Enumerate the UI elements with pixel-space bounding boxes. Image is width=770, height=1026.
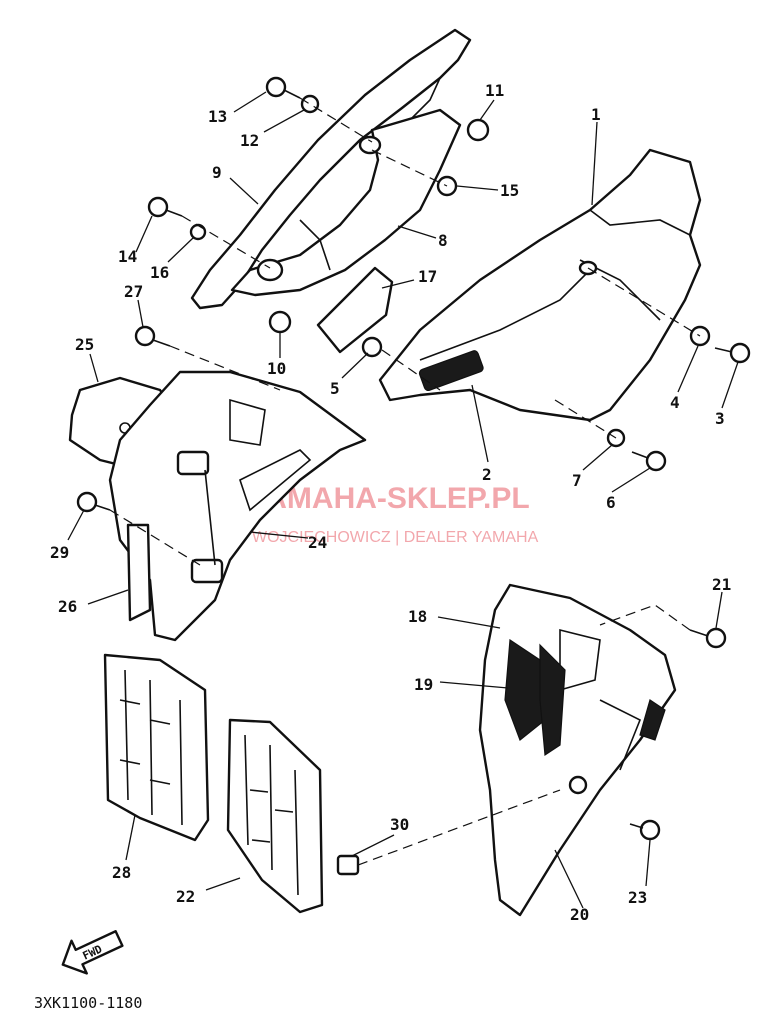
bolt-13: [265, 76, 301, 99]
callout-5: 5: [330, 379, 340, 398]
callout-8: 8: [438, 231, 448, 250]
callout-13: 13: [208, 107, 227, 126]
bolt-6: [631, 450, 667, 472]
watermark: YAMAHA-SKLEP.PL WOJCIECHOWICZ | DEALER Y…: [147, 467, 539, 557]
watermark-tagline: WOJCIECHOWICZ | DEALER YAMAHA: [252, 529, 539, 546]
callout-15: 15: [500, 181, 519, 200]
side-cover-upper: [190, 28, 472, 310]
callout-18: 18: [408, 607, 427, 626]
callout-29: 29: [50, 543, 69, 562]
shroud-graphic: [504, 638, 566, 757]
callout-1: 1: [591, 105, 601, 124]
forward-arrow-icon: FWD: [61, 930, 124, 975]
callout-14: 14: [118, 247, 137, 266]
fasteners: [76, 76, 751, 876]
side-cover-emblem: [418, 350, 484, 392]
bolt-14: [147, 196, 183, 218]
grommet-5: [361, 336, 383, 358]
callout-6: 6: [606, 493, 616, 512]
callout-11: 11: [485, 81, 504, 100]
callout-22: 22: [176, 887, 195, 906]
callout-28: 28: [112, 863, 131, 882]
leader-lines: [67, 91, 739, 909]
watermark-brand: YAMAHA-SKLEP.PL: [248, 482, 530, 515]
callout-21: 21: [712, 575, 731, 594]
callout-30: 30: [390, 815, 409, 834]
radiator-shroud-left: [108, 370, 367, 642]
callout-17: 17: [418, 267, 437, 286]
bolt-29: [76, 491, 111, 513]
clip-30: [336, 854, 360, 876]
callout-12: 12: [240, 131, 259, 150]
callout-27: 27: [124, 282, 143, 301]
callout-9: 9: [212, 163, 222, 182]
callout-25: 25: [75, 335, 94, 354]
callout-7: 7: [572, 471, 582, 490]
assembly-lines: [109, 97, 701, 866]
bolt-27: [134, 325, 171, 347]
callout-4: 4: [670, 393, 680, 412]
decal-plate: [316, 266, 394, 354]
bolt-3: [714, 342, 751, 364]
bolt-21: [689, 627, 727, 649]
callout-20: 20: [570, 905, 589, 924]
callout-2: 2: [482, 465, 492, 484]
callout-23: 23: [628, 888, 647, 907]
callout-numbers: 1 2 3 4 5 6 7 8 9 10 11 12 13 14 15 16 1…: [50, 81, 731, 924]
radiator-guard-left: [103, 653, 210, 842]
callout-26: 26: [58, 597, 77, 616]
radiator-guard-right: [226, 718, 324, 914]
grommet-11: [466, 118, 490, 142]
callout-10: 10: [267, 359, 286, 378]
diagram-code: 3XK1100-1180: [34, 994, 142, 1012]
radiator-shroud-right: [478, 583, 677, 917]
grommet-10: [268, 310, 292, 334]
collar-16: [189, 223, 207, 241]
callout-24: 24: [308, 533, 327, 552]
collar-12: [300, 94, 320, 114]
side-cover-right: [378, 148, 702, 422]
callout-19: 19: [414, 675, 433, 694]
bolt-23: [629, 819, 661, 841]
callout-16: 16: [150, 263, 169, 282]
callout-3: 3: [715, 409, 725, 428]
shroud-inner-plate: [126, 523, 152, 622]
